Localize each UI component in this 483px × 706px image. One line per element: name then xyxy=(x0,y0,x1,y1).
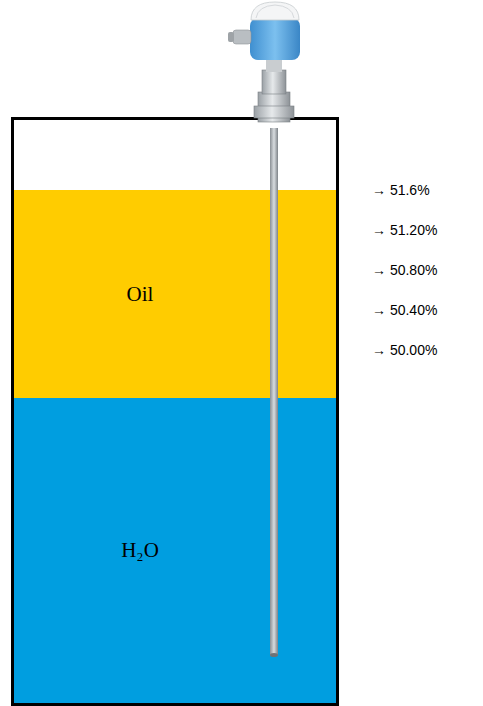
neck-collar xyxy=(266,58,282,72)
housing-cover xyxy=(251,2,299,20)
layer-label: Oil xyxy=(127,282,154,307)
oil-fill xyxy=(13,190,337,398)
level-label: → 50.00% xyxy=(372,342,437,358)
cable-gland-nut xyxy=(228,32,234,42)
water-layer: H₂O xyxy=(15,400,265,700)
transmitter-housing xyxy=(250,18,300,60)
water-fill xyxy=(13,398,337,704)
tank-outline xyxy=(13,119,338,705)
cable-gland xyxy=(233,30,251,44)
hex-nut xyxy=(254,106,294,118)
level-label: → 51.20% xyxy=(372,222,437,238)
level-label: → 50.40% xyxy=(372,302,437,318)
level-label: → 51.6% xyxy=(372,182,430,198)
layer-label: H₂O xyxy=(121,538,159,563)
level-label: → 50.80% xyxy=(372,262,437,278)
probe-tip xyxy=(270,653,278,657)
oil-layer: Oil xyxy=(15,192,265,396)
cover-grip xyxy=(256,5,294,18)
neck-tube xyxy=(262,70,286,94)
probe-rod xyxy=(270,128,278,656)
